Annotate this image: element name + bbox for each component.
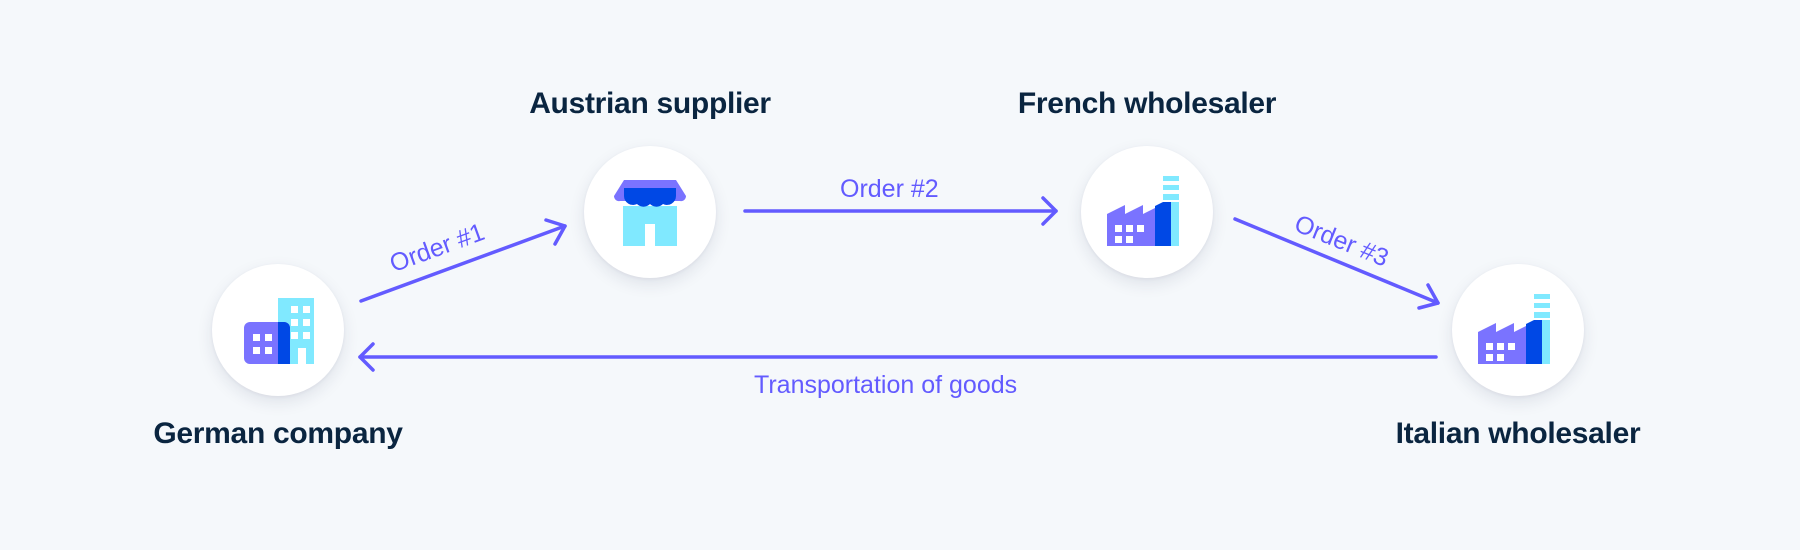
- node-french-wholesaler: [1081, 146, 1213, 278]
- edge-order1-arrowhead: [544, 218, 567, 246]
- edge-order1-line: [359, 224, 567, 303]
- office-building-icon: [244, 298, 314, 364]
- node-german-company: [212, 264, 344, 396]
- edge-transport-arrowhead: [358, 342, 375, 372]
- node-german-company-label: German company: [153, 417, 403, 450]
- edge-order2-arrowhead: [1041, 196, 1058, 226]
- node-french-wholesaler-label: French wholesaler: [1017, 87, 1277, 120]
- node-italian-wholesaler-label: Italian wholesaler: [1395, 417, 1641, 450]
- edge-order3-arrowhead: [1417, 283, 1440, 310]
- edge-transport-label: Transportation of goods: [754, 371, 1018, 399]
- edge-order2-label: Order #2: [840, 175, 939, 203]
- node-italian-wholesaler: [1452, 264, 1584, 396]
- node-austrian-supplier-label: Austrian supplier: [529, 87, 771, 120]
- storefront-icon: [613, 180, 687, 246]
- node-austrian-supplier: [584, 146, 716, 278]
- factory-icon: [1107, 176, 1179, 246]
- factory-icon: [1478, 294, 1550, 364]
- edge-order3-line: [1233, 217, 1440, 305]
